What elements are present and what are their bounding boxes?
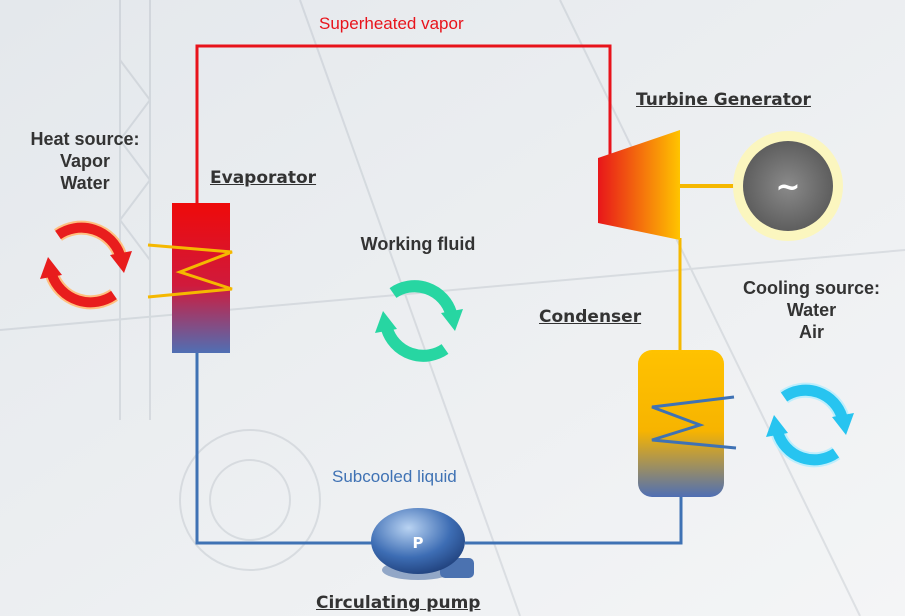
heat-source-water: Water	[60, 173, 110, 193]
heat-source-label: Heat source: Vapor Water	[10, 128, 160, 194]
pipe-loop	[195, 44, 742, 545]
cooling-source-cycle-icon	[766, 382, 854, 468]
cooling-source-title: Cooling source:	[742, 278, 880, 298]
pump-icon: P	[413, 534, 424, 552]
condenser	[638, 350, 737, 497]
turbine-generator-label: Turbine Generator	[636, 90, 811, 110]
circulating-pump: P	[371, 508, 474, 580]
circulating-pump-label: Circulating pump	[316, 593, 481, 613]
cooling-source-air: Air	[798, 322, 824, 342]
condenser-outlet-pipe	[465, 496, 683, 545]
evaporator	[147, 203, 233, 353]
cooling-source-water: Water	[786, 300, 837, 320]
working-fluid-cycle-icon	[375, 280, 463, 362]
ac-generator-icon: ~	[775, 170, 800, 205]
turbine	[598, 130, 680, 240]
hot-pipe	[195, 44, 612, 205]
generator: ~	[733, 131, 843, 241]
pump-to-evaporator-pipe	[195, 352, 372, 545]
condenser-coil	[651, 395, 737, 450]
condenser-label: Condenser	[539, 307, 642, 327]
heat-source-cycle-icon	[40, 220, 132, 310]
superheated-vapor-label: Superheated vapor	[319, 14, 464, 33]
cooling-source-label: Cooling source: Water Air	[718, 277, 905, 343]
heat-source-vapor: Vapor	[59, 151, 111, 171]
working-fluid-label: Working fluid	[360, 234, 476, 254]
evaporator-coil	[147, 243, 233, 299]
evaporator-label: Evaporator	[210, 168, 317, 188]
heat-source-title: Heat source:	[30, 129, 140, 149]
subcooled-liquid-label: Subcooled liquid	[332, 467, 457, 486]
